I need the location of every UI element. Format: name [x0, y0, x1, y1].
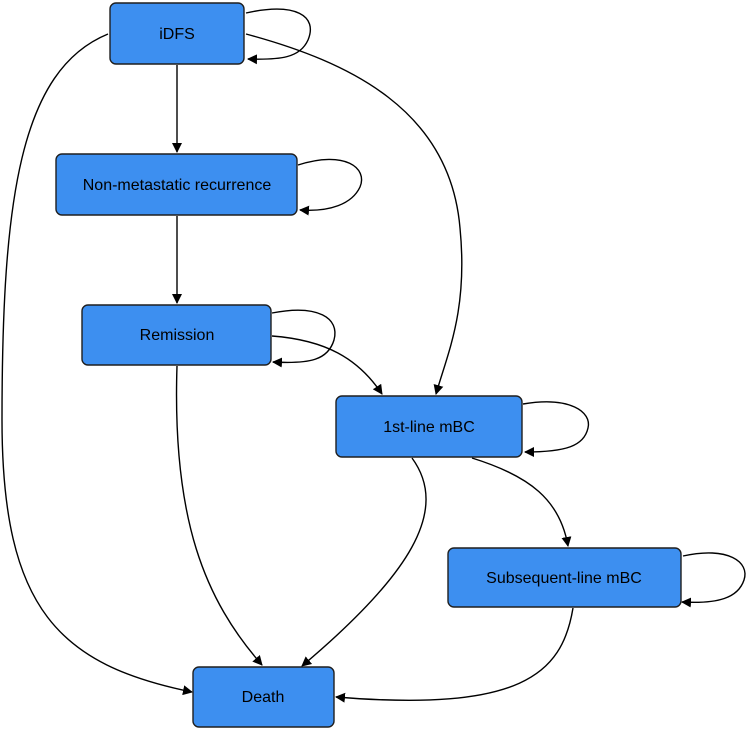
node-remission-label: Remission	[140, 327, 215, 344]
edge-remission-self-loop	[271, 309, 336, 368]
node-death: Death	[192, 666, 335, 728]
edge-subsequent-to-death	[335, 607, 574, 703]
node-first-line-mbc-box	[335, 395, 523, 458]
edge-idfs-self-loop	[245, 8, 312, 65]
edge-idfs-to-death	[1, 33, 193, 696]
node-subsequent-line-mbc-box	[447, 547, 682, 608]
node-idfs-label: iDFS	[159, 26, 195, 43]
node-idfs: iDFS	[109, 2, 245, 65]
edge-firstline-to-death	[301, 457, 427, 667]
node-death-label: Death	[242, 689, 285, 706]
edge-remission-to-death	[175, 365, 263, 666]
edge-remission-to-firstline	[271, 335, 383, 395]
edge-subsequent-self-loop	[681, 552, 746, 608]
node-remission-box	[81, 304, 272, 366]
node-first-line-mbc-label: 1st-line mBC	[383, 419, 475, 436]
node-non-metastatic-recurrence-label: Non-metastatic recurrence	[83, 177, 272, 194]
edge-firstline-to-subsequent	[471, 457, 572, 547]
edge-nonmet-self-loop	[297, 158, 363, 216]
node-death-box	[192, 666, 335, 728]
node-subsequent-line-mbc-label: Subsequent-line mBC	[486, 570, 642, 587]
edge-idfs-to-firstline	[245, 33, 463, 395]
node-idfs-box	[109, 2, 245, 65]
node-first-line-mbc: 1st-line mBC	[335, 395, 523, 458]
node-subsequent-line-mbc: Subsequent-line mBC	[447, 547, 682, 608]
node-non-metastatic-recurrence-box	[55, 153, 298, 216]
node-non-metastatic-recurrence: Non-metastatic recurrence	[55, 153, 298, 216]
edges	[1, 8, 746, 703]
node-remission: Remission	[81, 304, 272, 366]
edge-firstline-self-loop	[522, 401, 590, 457]
